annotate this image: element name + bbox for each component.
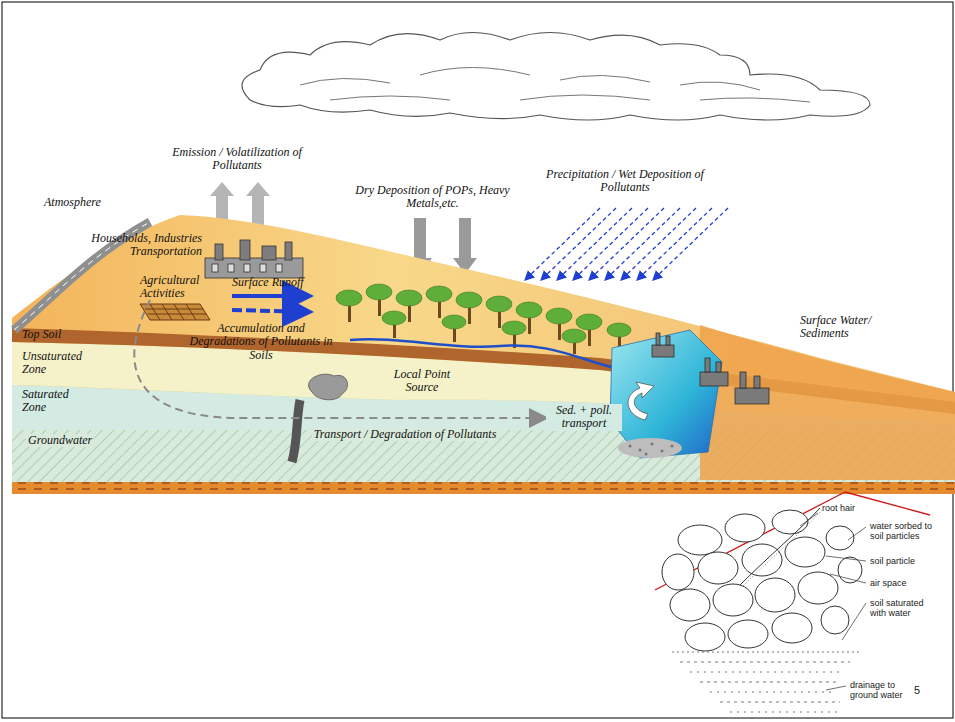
region-label: Surface Water/ Sediments: [800, 314, 905, 341]
part-label: air space: [870, 578, 942, 588]
layer-label: Unsaturated Zone: [22, 350, 94, 377]
process-label: Emission / Volatilization of Pollutants: [152, 146, 322, 173]
part-label: root hair: [822, 503, 882, 513]
process-label: Transport / Degradation of Pollutants: [312, 428, 499, 441]
process-label: Dry Deposition of POPs, Heavy Metals,etc…: [340, 184, 525, 211]
process-label: Sed. + poll. transport: [546, 404, 622, 431]
process-label: Accumulation and Degradations of Polluta…: [186, 322, 336, 362]
region-label: Atmosphere: [44, 196, 134, 209]
process-label: Precipitation / Wet Deposition of Pollut…: [520, 168, 730, 195]
layer-label: Top Soil: [22, 328, 92, 341]
part-label: drainage to ground water: [850, 680, 908, 700]
part-label: soil particle: [870, 556, 942, 566]
source-label: Households, Industries Transportation: [56, 232, 202, 259]
page-number: 5: [914, 684, 934, 696]
layer-label: Saturated Zone: [22, 388, 84, 415]
layer-label: Groundwater: [26, 434, 94, 447]
source-label: Agricultural Activities: [140, 274, 220, 301]
source-label: Local Point Source: [380, 368, 464, 395]
process-label: Surface Runoff: [232, 276, 342, 289]
part-label: soil saturated with water: [870, 598, 940, 618]
part-label: water sorbed to soil particles: [870, 521, 942, 541]
